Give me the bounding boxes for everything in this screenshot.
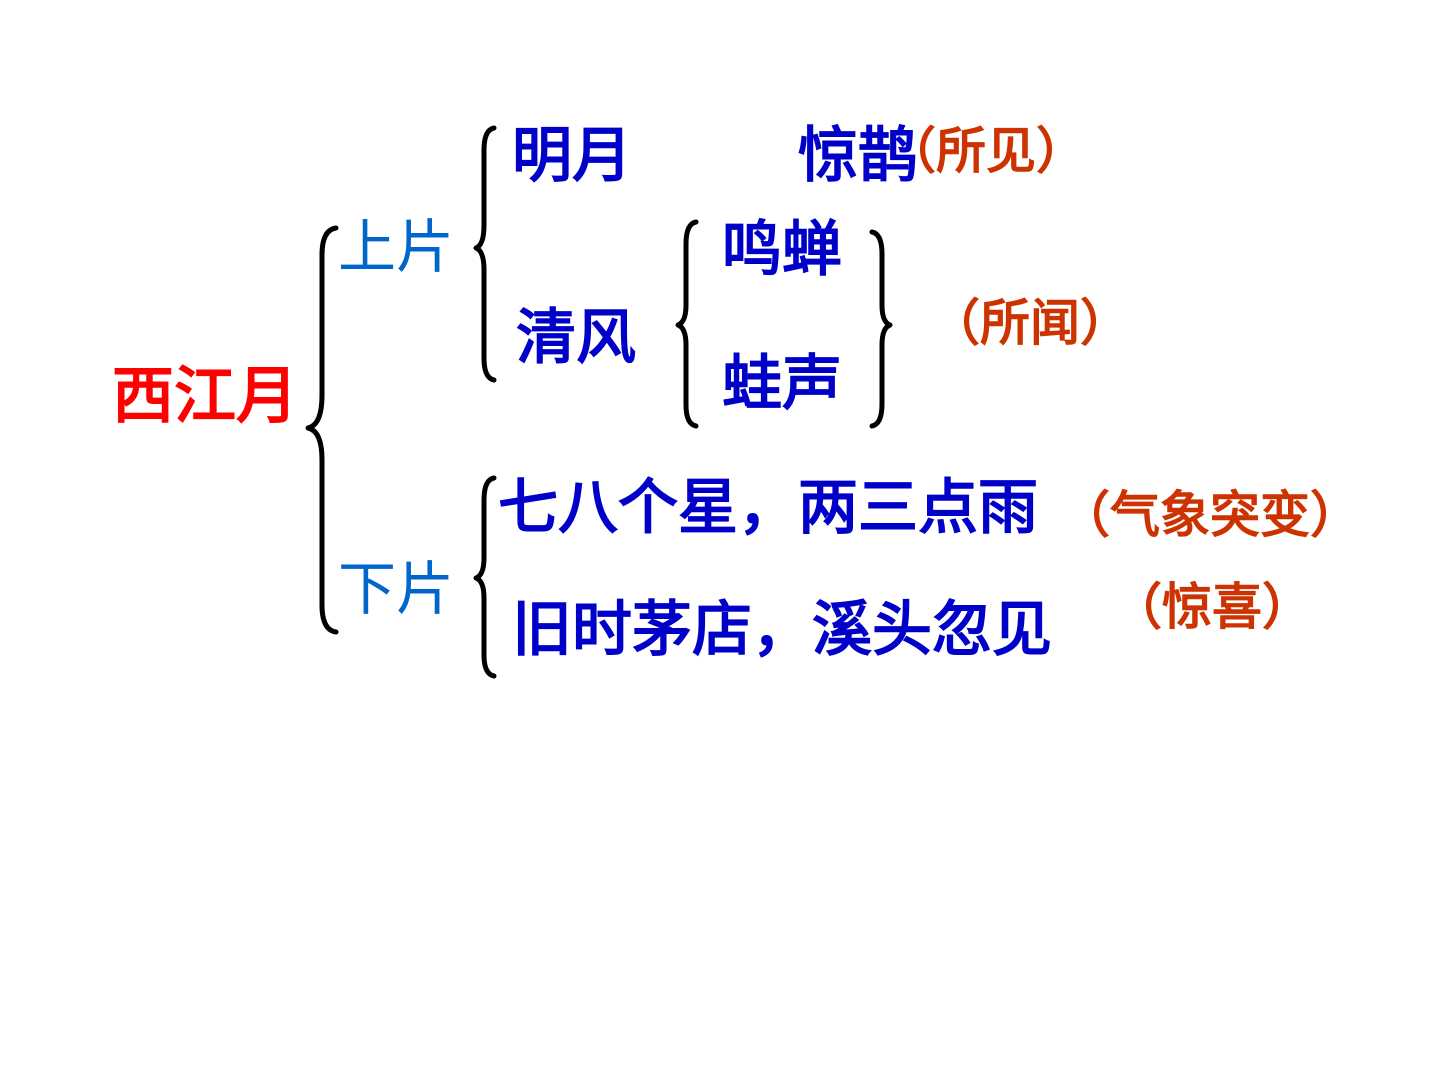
root-brace xyxy=(305,225,339,635)
lower-note1: （气象突变） xyxy=(1060,486,1360,544)
lower-note2: （惊喜） xyxy=(1112,578,1312,636)
upper-label: 上片 xyxy=(338,213,455,281)
upper-frog: 蛙声 xyxy=(722,349,842,419)
upper-cicada: 鸣蝉 xyxy=(722,215,842,285)
lower-line2: 旧时茅店，溪头忽见 xyxy=(512,595,1052,665)
upper-heard-note: （所闻） xyxy=(930,294,1130,352)
upper-breeze: 清风 xyxy=(516,303,636,373)
upper-moon: 明月 xyxy=(512,121,632,191)
sound-close-brace xyxy=(869,229,893,429)
lower-label: 下片 xyxy=(338,555,455,623)
breeze-brace xyxy=(675,219,699,429)
upper-brace xyxy=(473,125,497,383)
upper-magpie: 惊鹊 xyxy=(798,121,918,191)
upper-seen-note: （所见） xyxy=(886,122,1086,180)
lower-line1: 七八个星，两三点雨 xyxy=(498,473,1038,543)
root-title: 西江月 xyxy=(112,359,299,432)
lower-brace xyxy=(473,475,497,679)
